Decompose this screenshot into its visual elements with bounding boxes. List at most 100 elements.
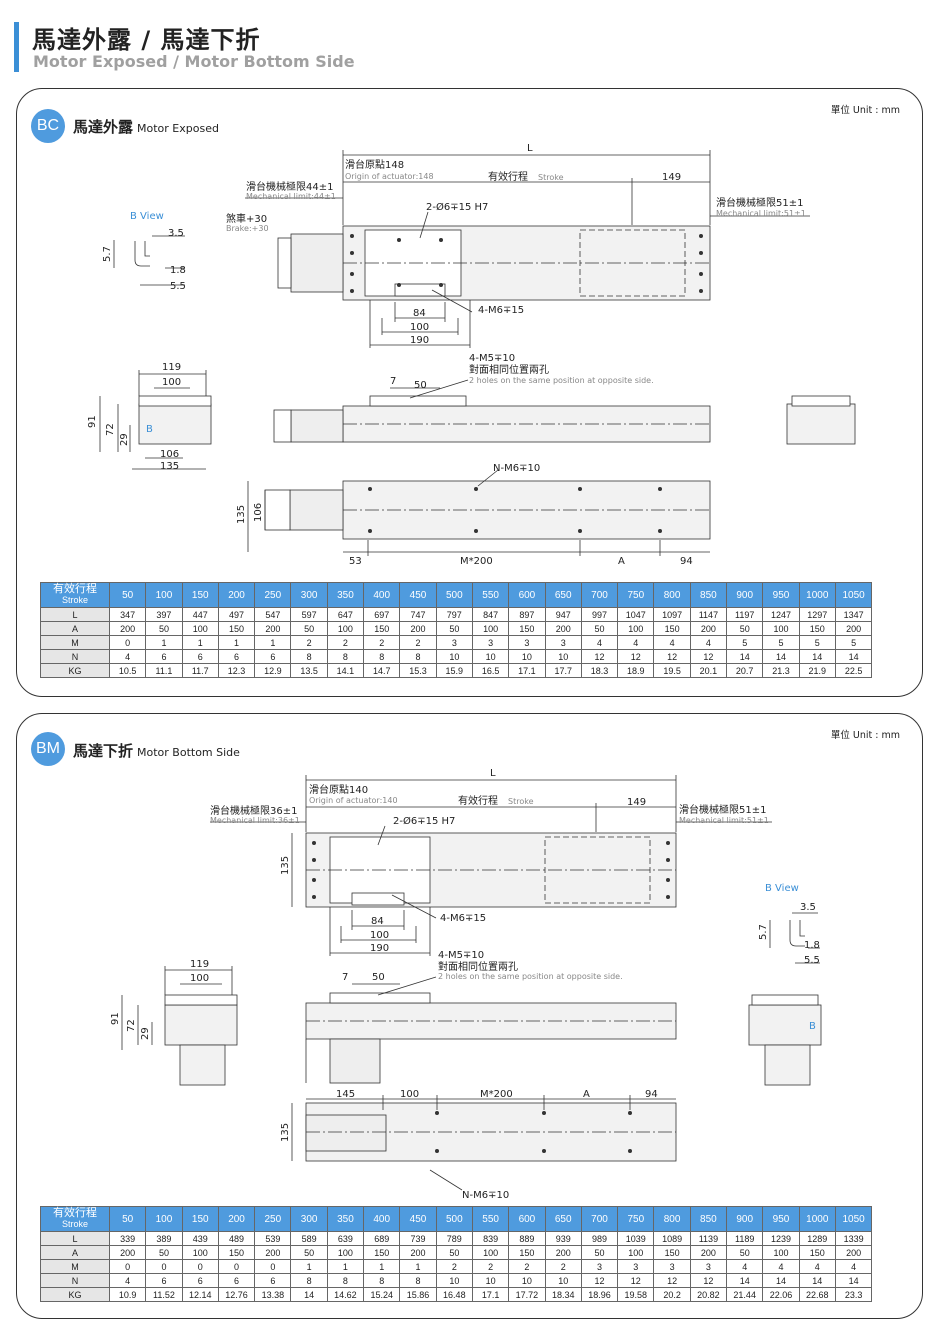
table-cell: 2	[471, 1259, 510, 1274]
stroke-header-cell: 450	[399, 582, 437, 608]
table-cell: 200	[108, 1245, 147, 1260]
bc-dim-106: 106	[160, 449, 179, 460]
header-accent-bar	[14, 22, 19, 72]
bm-dim-100: 100	[370, 930, 389, 941]
bm-origin-en: Origin of actuator:140	[309, 796, 398, 805]
table-cell: 18.9	[617, 663, 655, 678]
bc-badge: BC	[31, 109, 65, 143]
bm-dim-149: 149	[627, 797, 646, 808]
table-cell: 15.86	[399, 1287, 437, 1302]
table-cell: 14	[726, 1273, 764, 1288]
table-cell: 19.58	[617, 1287, 655, 1302]
table-cell: 939	[544, 1231, 582, 1246]
bm-dim-72: 72	[126, 1019, 137, 1032]
bc-dim-29: 29	[119, 433, 130, 446]
row-label: A	[40, 1245, 110, 1260]
table-cell: 0	[217, 1259, 256, 1274]
table-cell: 4	[798, 1259, 836, 1274]
bc-dim-119: 119	[162, 362, 181, 373]
table-cell: 0	[254, 1259, 292, 1274]
stroke-header-cell: 200	[217, 582, 256, 608]
stroke-header-cell: 900	[726, 1206, 764, 1232]
table-cell: 23.3	[834, 1287, 873, 1302]
bm-B-marker: B	[809, 1021, 816, 1032]
bm-dim-135b: 135	[280, 1123, 291, 1142]
bc-m5-zh: 對面相同位置兩孔	[469, 363, 549, 376]
table-cell: 0	[145, 1259, 183, 1274]
bc-dim-M200: M*200	[460, 556, 493, 567]
table-cell: 15.9	[435, 663, 473, 678]
table-label: 有效行程	[53, 583, 97, 595]
bm-dim-94: 94	[645, 1089, 658, 1100]
bm-dim-7: 7	[342, 972, 348, 983]
table-cell: 100	[326, 1245, 365, 1260]
table-cell: 989	[580, 1231, 619, 1246]
bc-dim-72: 72	[105, 423, 116, 436]
bc-m5-en: 2 holes on the same position at opposite…	[469, 376, 654, 385]
table-cell: 8	[290, 1273, 328, 1288]
table-cell: 200	[834, 1245, 873, 1260]
table-cell: 1089	[653, 1231, 691, 1246]
table-cell: 16.48	[435, 1287, 473, 1302]
table-cell: 100	[471, 1245, 510, 1260]
bm-title-en: Motor Bottom Side	[137, 746, 240, 759]
stroke-header-cell: 500	[435, 1206, 473, 1232]
table-cell: 3	[653, 1259, 691, 1274]
bm-dim-A: A	[583, 1089, 590, 1100]
table-cell: 12	[689, 1273, 728, 1288]
bc-m5-holes: 4-M5∓10	[469, 353, 515, 364]
bc-dim-50: 50	[414, 380, 427, 391]
table-cell: 50	[435, 1245, 473, 1260]
bm-nm6-holes: N-M6∓10	[462, 1190, 509, 1201]
table-label-en: Stroke	[61, 1219, 88, 1229]
bm-mech-right-en: Mechanical limit:51±1	[679, 816, 769, 825]
table-cell: 12.76	[217, 1287, 256, 1302]
table-cell: 14	[834, 1273, 873, 1288]
bm-dim-29: 29	[140, 1027, 151, 1040]
table-cell: 150	[217, 1245, 256, 1260]
table-cell: 3	[689, 1259, 728, 1274]
bc-stroke: 有效行程	[488, 170, 528, 183]
table-cell: 4	[762, 1259, 800, 1274]
bc-dim-5.5: 5.5	[170, 281, 186, 292]
table-cell: 1339	[834, 1231, 873, 1246]
bc-bview-title: B View	[130, 211, 164, 222]
bc-dim-84: 84	[413, 308, 426, 319]
row-label: L	[40, 607, 110, 622]
table-cell: 50	[290, 1245, 328, 1260]
bm-dim-1.8: 1.8	[804, 940, 820, 951]
bc-title-en: Motor Exposed	[137, 122, 219, 135]
bc-dim-94: 94	[680, 556, 693, 567]
stroke-header-cell: 150	[181, 582, 219, 608]
row-label: KG	[40, 1287, 110, 1302]
stroke-header-cell: 500	[435, 582, 473, 608]
table-cell: 739	[399, 1231, 437, 1246]
table-cell: 10.9	[108, 1287, 147, 1302]
page-subtitle: Motor Exposed / Motor Bottom Side	[33, 52, 355, 71]
stroke-header-cell: 1050	[834, 582, 873, 608]
table-cell: 150	[363, 1245, 401, 1260]
stroke-header-cell: 200	[217, 1206, 256, 1232]
bc-dim-1.8: 1.8	[170, 265, 186, 276]
bm-title-zh: 馬達下折	[73, 742, 134, 760]
bm-dim-145: 145	[336, 1089, 355, 1100]
table-cell: 12	[653, 1273, 691, 1288]
table-cell: 889	[508, 1231, 546, 1246]
stroke-header-cell: 550	[471, 1206, 510, 1232]
table-cell: 4	[834, 1259, 873, 1274]
stroke-header-cell: 250	[254, 1206, 292, 1232]
stroke-header-cell: 950	[762, 1206, 800, 1232]
table-cell: 10	[471, 1273, 510, 1288]
table-cell: 17.72	[508, 1287, 546, 1302]
table-cell: 4	[108, 1273, 147, 1288]
stroke-header-cell: 750	[617, 582, 655, 608]
